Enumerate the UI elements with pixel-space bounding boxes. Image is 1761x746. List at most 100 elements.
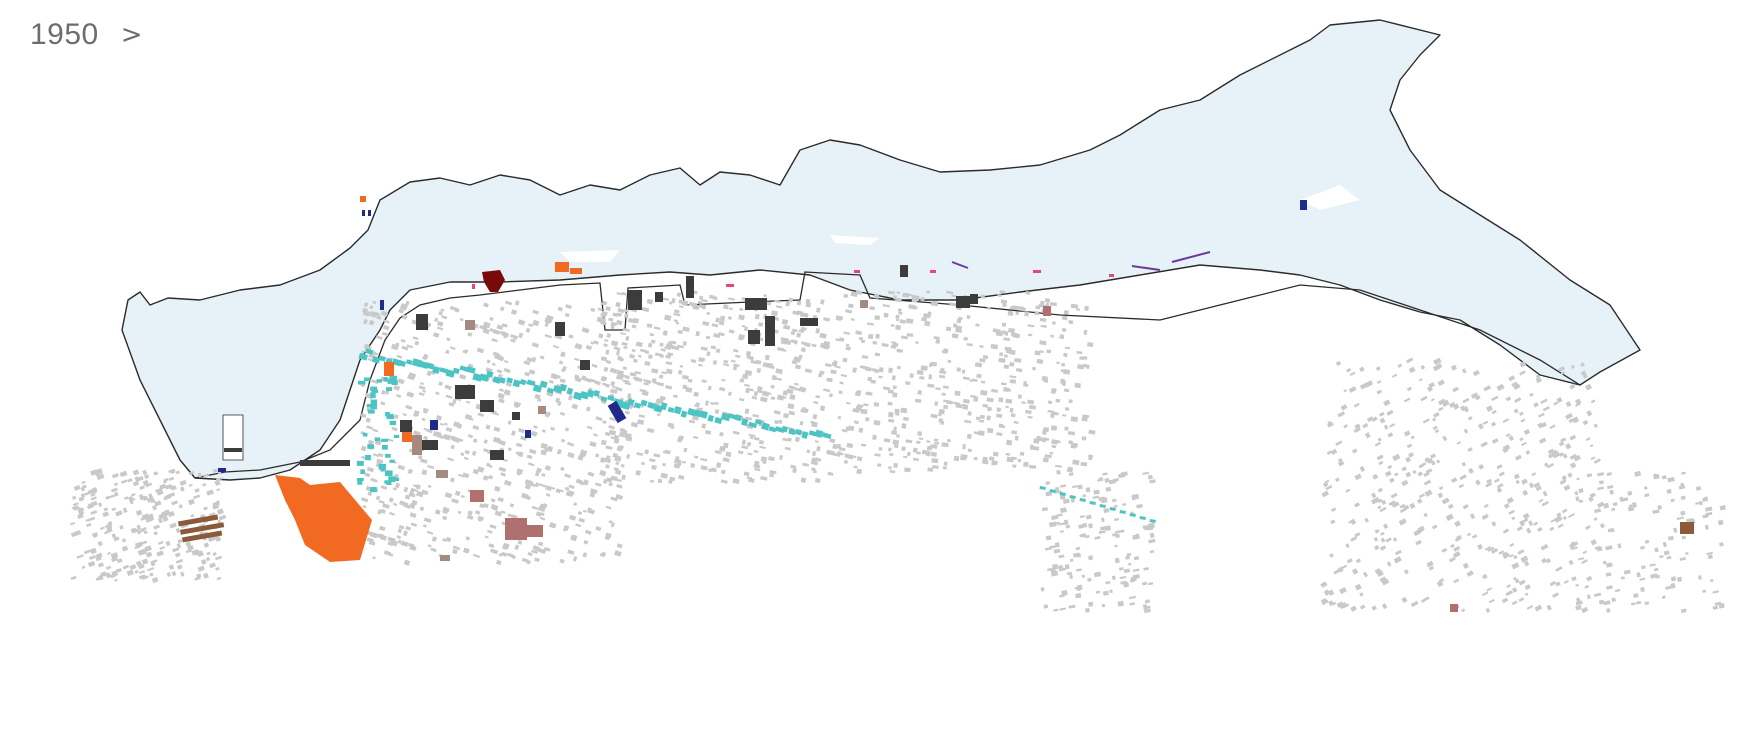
building <box>1408 366 1416 374</box>
building <box>218 514 227 521</box>
building <box>375 335 383 340</box>
building <box>770 396 776 401</box>
building <box>780 340 787 345</box>
building <box>135 509 143 516</box>
building <box>579 391 590 400</box>
building <box>901 446 906 452</box>
building <box>741 297 747 301</box>
building <box>1633 593 1639 599</box>
building <box>1569 453 1578 460</box>
building <box>1132 534 1140 540</box>
building <box>694 455 699 459</box>
building <box>206 489 214 496</box>
building <box>629 404 636 409</box>
building <box>649 333 655 337</box>
building <box>1410 435 1415 440</box>
building <box>1631 502 1637 508</box>
building <box>454 490 461 497</box>
building <box>597 394 603 400</box>
building <box>956 318 962 324</box>
next-year-button[interactable]: > <box>120 20 143 50</box>
building <box>603 339 609 342</box>
building <box>509 334 516 339</box>
building <box>614 434 620 439</box>
building <box>1055 486 1060 492</box>
building <box>1379 576 1387 583</box>
building <box>111 473 119 479</box>
building <box>188 471 195 476</box>
building <box>577 510 583 515</box>
building <box>147 567 155 572</box>
building <box>434 509 441 515</box>
building <box>1575 600 1583 606</box>
building <box>1506 497 1514 504</box>
building <box>423 353 429 359</box>
building <box>1378 411 1385 417</box>
building <box>830 369 837 375</box>
building <box>486 370 494 378</box>
building <box>1565 412 1573 420</box>
building <box>86 522 92 528</box>
building <box>720 479 728 484</box>
building <box>80 486 86 492</box>
building <box>372 428 379 433</box>
building <box>865 391 873 396</box>
building <box>70 575 77 581</box>
building <box>1571 541 1579 548</box>
building <box>647 354 653 359</box>
building <box>892 439 900 445</box>
building <box>811 421 818 428</box>
building <box>1417 471 1424 477</box>
building <box>387 536 393 542</box>
building <box>501 551 508 557</box>
building <box>1050 388 1057 394</box>
building <box>479 325 485 330</box>
building <box>1379 545 1387 551</box>
building <box>856 468 863 475</box>
building <box>1676 516 1684 521</box>
building <box>1003 386 1010 393</box>
building <box>150 561 156 567</box>
building <box>782 324 791 330</box>
building <box>990 343 999 350</box>
building <box>1485 607 1491 613</box>
building <box>462 472 470 479</box>
building <box>489 524 497 530</box>
building <box>1025 291 1031 295</box>
building <box>1434 429 1440 434</box>
building <box>748 421 758 429</box>
building <box>365 454 371 461</box>
building <box>1406 357 1414 364</box>
building <box>888 466 892 470</box>
building <box>1380 531 1385 536</box>
building <box>126 478 133 483</box>
building <box>1486 478 1493 484</box>
building <box>1147 582 1154 586</box>
building <box>850 318 855 322</box>
building <box>810 460 819 466</box>
building <box>962 443 966 450</box>
building <box>900 407 908 414</box>
year-label: 1950 <box>30 18 99 51</box>
building <box>1006 439 1013 446</box>
building <box>1719 542 1724 547</box>
building <box>678 474 685 480</box>
building <box>1337 460 1345 467</box>
building <box>541 473 546 477</box>
building <box>362 505 367 509</box>
building <box>418 392 425 397</box>
building <box>1581 606 1589 614</box>
building <box>909 373 914 379</box>
building <box>1410 600 1419 608</box>
building <box>1533 402 1539 408</box>
building <box>377 508 383 515</box>
building <box>819 370 825 375</box>
building <box>1586 594 1591 600</box>
building <box>1000 382 1007 386</box>
building <box>1528 520 1534 527</box>
building <box>141 540 148 545</box>
building <box>1436 363 1443 369</box>
building <box>486 359 491 364</box>
building <box>555 322 565 336</box>
building <box>1640 586 1645 593</box>
